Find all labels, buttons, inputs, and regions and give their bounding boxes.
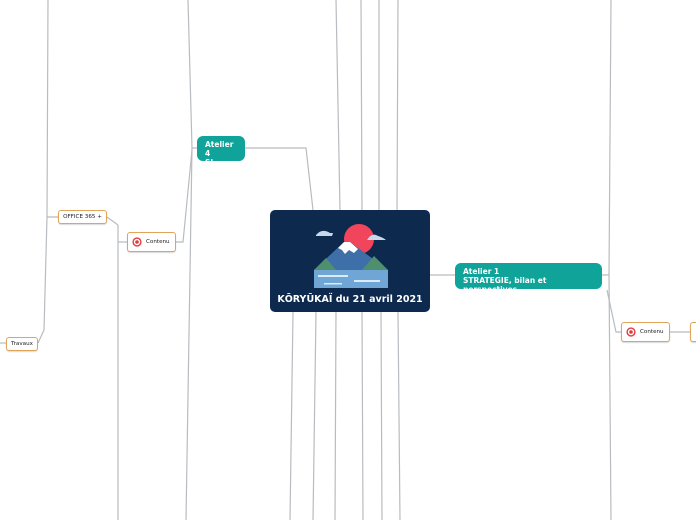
topic-travaux[interactable]: Travaux [6, 337, 38, 351]
topic-offscreen-right[interactable] [690, 322, 696, 342]
topic-travaux-label: Travaux [11, 341, 33, 347]
central-topic[interactable]: KŌRYŪKAÏ du 21 avril 2021 [270, 210, 430, 312]
branch-atelier-1-line2: STRATEGIE, bilan et perspectives [463, 276, 547, 294]
topic-contenu-right-label: Contenu [640, 329, 664, 335]
topic-contenu-left-label: Contenu [146, 239, 170, 245]
mount-fuji-illustration [314, 224, 388, 288]
topic-office-365-label: OFFICE 365 + [63, 214, 102, 220]
topic-office-365[interactable]: OFFICE 365 + [58, 210, 107, 224]
target-icon [626, 327, 636, 337]
topic-contenu-left[interactable]: Contenu [127, 232, 176, 252]
branch-atelier-4[interactable]: Atelier 4 SI OPUN [197, 136, 245, 176]
target-icon [132, 237, 142, 247]
branch-atelier-4-line2: SI OPUN [205, 158, 230, 176]
topic-contenu-right[interactable]: Contenu [621, 322, 670, 342]
branch-atelier-1[interactable]: Atelier 1 STRATEGIE, bilan et perspectiv… [455, 263, 602, 294]
branch-atelier-4-line1: Atelier 4 [205, 140, 234, 158]
branch-atelier-1-line1: Atelier 1 [463, 267, 500, 276]
central-title: KŌRYŪKAÏ du 21 avril 2021 [277, 294, 423, 305]
